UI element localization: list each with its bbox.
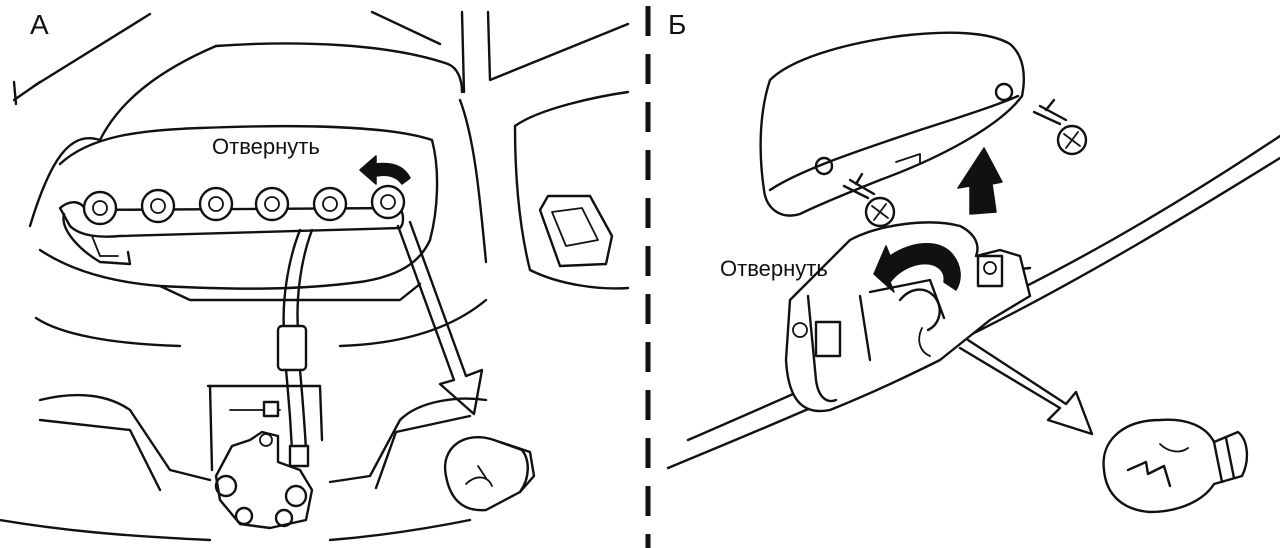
panel-a-wiring-harness: [206, 228, 324, 472]
panel-a-letter: А: [30, 9, 49, 40]
panel-b-screw-icon: [842, 172, 896, 228]
panel-b-rotate-arrow-icon: [873, 243, 961, 293]
panel-a-bulb-socket: [198, 186, 234, 222]
panel-b-bulb-socket-holder: [784, 221, 1032, 413]
panel-b-removal-arrow: [958, 338, 1094, 436]
panel-a-bulb-socket: [312, 186, 348, 222]
panel-a-bulb-socket: [140, 188, 176, 224]
panel-a-removal-arrow: [396, 220, 484, 416]
panel-b-screw-icon: [1032, 98, 1088, 156]
panel-a-connector-block: [214, 430, 314, 530]
panel-b-lens-cover: [759, 31, 1025, 217]
panel-b-callout-text: Отвернуть: [720, 256, 828, 281]
panel-b-letter: Б: [668, 9, 686, 40]
panel-a-bulb-socket: [370, 184, 406, 220]
panel-a: А: [0, 9, 630, 542]
panel-a-bulb-socket: [254, 186, 290, 222]
panel-a-car-body: [0, 10, 630, 542]
panel-a-rotate-arrow-icon: [359, 155, 411, 185]
panel-b-lift-arrow-icon: [957, 147, 1003, 215]
panel-a-bulb-holder-strip: [58, 201, 405, 266]
panel-a-wedge-bulb-icon: [443, 436, 536, 512]
panel-a-bulb-socket: [82, 190, 118, 226]
panel-b: Б: [666, 9, 1280, 514]
panel-b-round-bulb-icon: [1102, 418, 1249, 514]
panel-a-callout-text: Отвернуть: [212, 134, 320, 159]
